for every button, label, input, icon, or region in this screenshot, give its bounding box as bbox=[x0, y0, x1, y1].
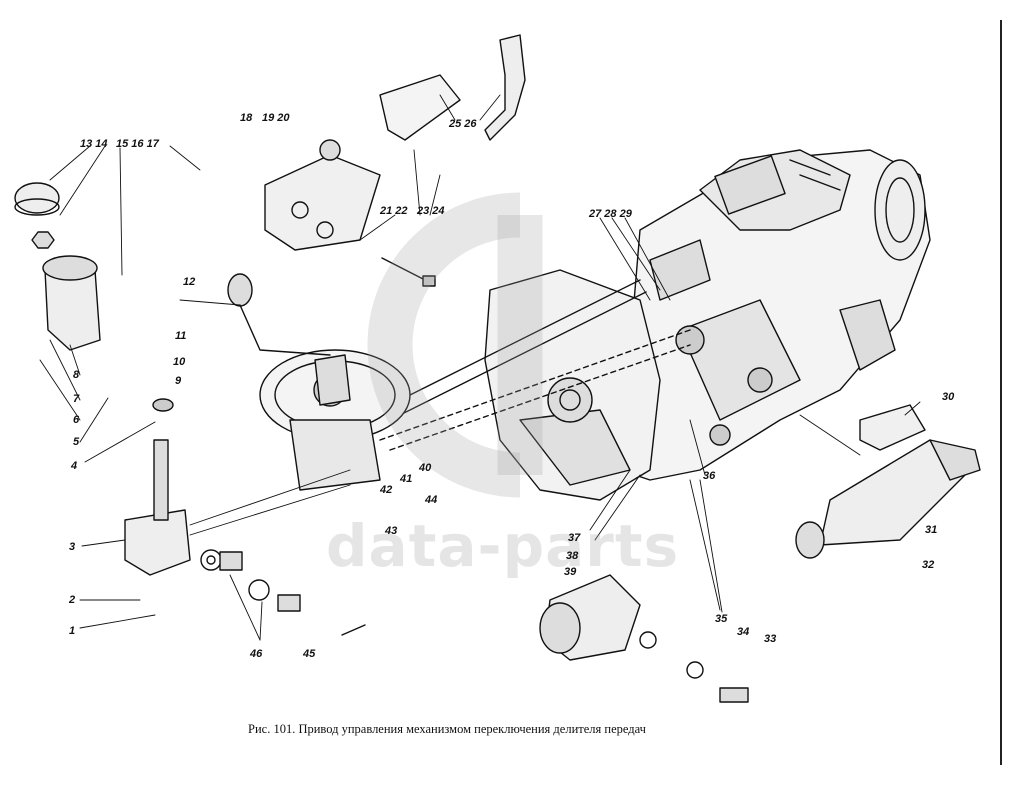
label-23-24: 23 24 bbox=[417, 205, 445, 217]
label-13-14: 13 14 bbox=[80, 138, 108, 150]
label-1: 1 bbox=[69, 625, 76, 637]
label-34: 34 bbox=[737, 626, 750, 638]
watermark-text: data-parts bbox=[326, 512, 680, 580]
label-7: 7 bbox=[73, 393, 80, 405]
label-3: 3 bbox=[69, 541, 76, 553]
label-21-22: 21 22 bbox=[380, 205, 408, 217]
shift-lever bbox=[227, 273, 331, 356]
bracket-25-26 bbox=[379, 34, 526, 141]
gearbox-assembly bbox=[619, 149, 931, 481]
label-31: 31 bbox=[925, 524, 938, 536]
label-45: 45 bbox=[303, 648, 316, 660]
label-32: 32 bbox=[922, 559, 935, 571]
label-12: 12 bbox=[183, 276, 196, 288]
label-30: 30 bbox=[942, 391, 955, 403]
label-40: 40 bbox=[419, 462, 432, 474]
cylinder-31 bbox=[795, 439, 981, 559]
bracket-3 bbox=[124, 398, 191, 576]
label-42: 42 bbox=[380, 484, 393, 496]
label-43: 43 bbox=[385, 525, 398, 537]
plate-30 bbox=[859, 404, 926, 451]
label-35: 35 bbox=[715, 613, 728, 625]
label-44: 44 bbox=[425, 494, 438, 506]
label-11: 11 bbox=[175, 330, 187, 342]
knob-housing-8 bbox=[42, 255, 101, 351]
fasteners bbox=[200, 257, 749, 703]
figure-caption: Рис. 101. Привод управления механизмом п… bbox=[248, 722, 646, 736]
valve-20 bbox=[264, 139, 381, 251]
label-2: 2 bbox=[69, 594, 76, 606]
label-8: 8 bbox=[73, 369, 80, 381]
clutch-housing bbox=[484, 269, 661, 501]
valve-housing bbox=[259, 349, 411, 491]
label-18: 18 bbox=[240, 112, 253, 124]
label-6: 6 bbox=[73, 414, 80, 426]
valve-39 bbox=[539, 574, 641, 661]
label-5: 5 bbox=[73, 436, 80, 448]
label-39: 39 bbox=[564, 566, 577, 578]
label-25-26: 25 26 bbox=[449, 118, 477, 130]
label-41: 41 bbox=[400, 473, 413, 485]
page-edge bbox=[1000, 20, 1002, 765]
label-10: 10 bbox=[173, 356, 186, 368]
label-36: 36 bbox=[703, 470, 716, 482]
cap-13 bbox=[14, 182, 60, 249]
label-27-28-29: 27 28 29 bbox=[589, 208, 632, 220]
label-9: 9 bbox=[175, 375, 182, 387]
label-19-20: 19 20 bbox=[262, 112, 290, 124]
label-4: 4 bbox=[71, 460, 78, 472]
label-33: 33 bbox=[764, 633, 777, 645]
label-15-16-17: 15 16 17 bbox=[116, 138, 159, 150]
label-37: 37 bbox=[568, 532, 581, 544]
leader-lines bbox=[39, 94, 921, 641]
label-38: 38 bbox=[566, 550, 579, 562]
label-46: 46 bbox=[250, 648, 263, 660]
